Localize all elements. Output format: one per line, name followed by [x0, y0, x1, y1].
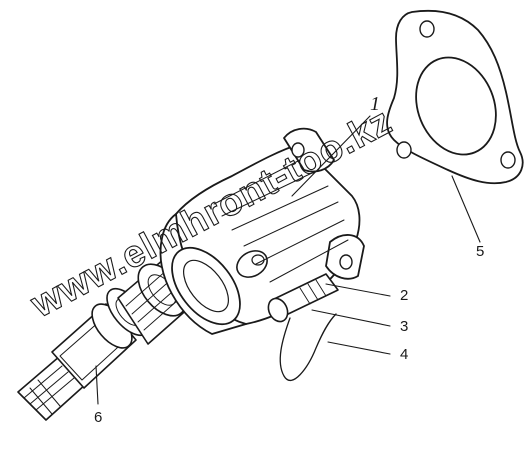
- housing-part: [159, 127, 365, 335]
- callout-1: 1: [370, 93, 380, 115]
- callout-5: 5: [476, 243, 484, 260]
- leader-line-5: [451, 175, 481, 243]
- leader-line-3: [311, 309, 391, 327]
- leader-lines: [95, 115, 481, 405]
- callout-4: 4: [400, 346, 408, 363]
- gasket-part: [386, 9, 524, 185]
- leader-line-6: [95, 365, 99, 405]
- leader-line-2: [325, 283, 391, 297]
- callout-3: 3: [400, 318, 408, 335]
- callouts: 1 2 3 4 5 6: [94, 93, 484, 426]
- callout-6: 6: [94, 409, 102, 426]
- callout-2: 2: [400, 287, 408, 304]
- leader-line-1: [291, 115, 371, 197]
- bolt-part: [267, 273, 339, 323]
- leader-line-4: [327, 341, 391, 355]
- wire-loop-part: [279, 313, 337, 382]
